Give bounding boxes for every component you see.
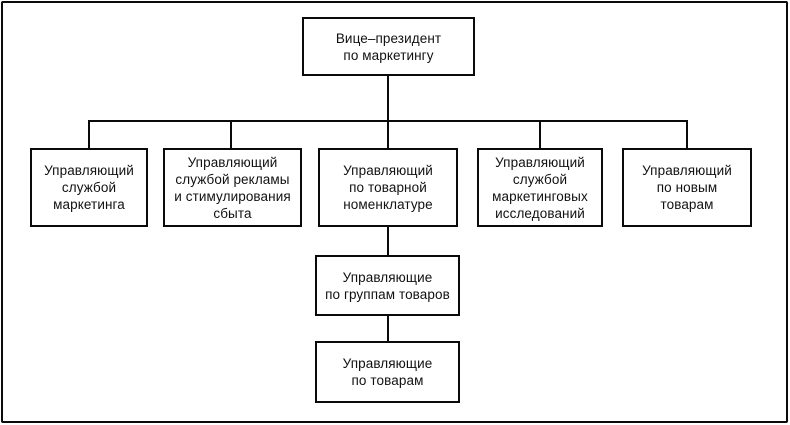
node-marketing-service-manager: Управляющий службой маркетинга	[30, 148, 148, 227]
connector-drop-marketing-research	[539, 120, 541, 148]
connector-nomenclature-to-groups	[387, 227, 389, 255]
connector-groups-to-products	[387, 316, 389, 341]
connector-root-trunk	[387, 76, 389, 122]
node-label: Управляющий службой рекламы и стимулиров…	[174, 154, 291, 221]
connector-drop-marketing-service	[88, 120, 90, 148]
node-advertising-sales-promotion-manager: Управляющий службой рекламы и стимулиров…	[163, 148, 302, 227]
node-label: Управляющий службой маркетинга	[44, 163, 134, 212]
connector-drop-advertising	[230, 120, 232, 148]
node-marketing-research-manager: Управляющий службой маркетинговых исслед…	[477, 148, 603, 227]
connector-drop-product-nomenclature	[387, 120, 389, 148]
node-product-managers: Управляющие по товарам	[315, 341, 460, 403]
node-new-products-manager: Управляющий по новым товарам	[622, 148, 752, 227]
node-vice-president-marketing: Вице–президент по маркетингу	[302, 17, 475, 76]
node-product-nomenclature-manager: Управляющий по товарной номенклатуре	[318, 148, 458, 227]
node-label: Управляющие по группам товаров	[325, 269, 450, 302]
node-label: Управляющий службой маркетинговых исслед…	[492, 154, 588, 221]
node-product-group-managers: Управляющие по группам товаров	[315, 255, 460, 316]
node-label: Управляющие по товарам	[342, 356, 433, 388]
connector-drop-new-products	[686, 120, 688, 148]
node-label: Управляющий по новым товарам	[642, 163, 732, 212]
node-label: Вице–президент по маркетингу	[335, 30, 442, 63]
node-label: Управляющий по товарной номенклатуре	[343, 163, 433, 212]
